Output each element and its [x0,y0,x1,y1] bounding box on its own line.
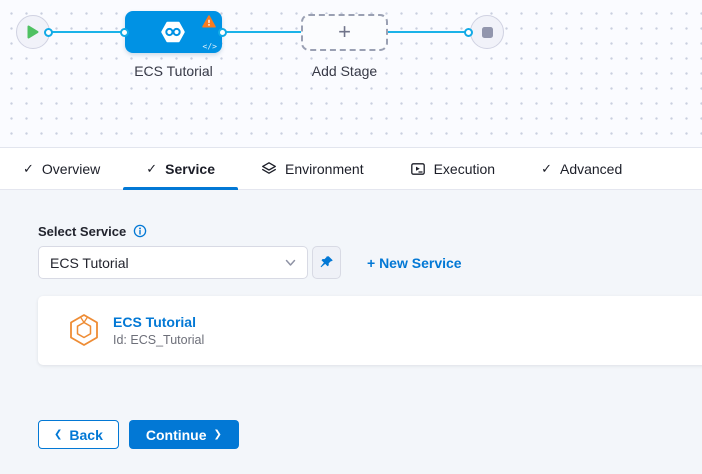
connector-dot[interactable] [464,28,473,37]
tab-label: Advanced [559,160,623,177]
check-icon: ✓ [541,160,552,176]
pin-icon [320,256,333,268]
service-hexagon-icon [70,313,98,346]
pipeline-edge [48,31,468,33]
tab-service[interactable]: ✓ Service [123,148,238,190]
pipeline-end-node[interactable] [470,15,504,49]
cd-stage-hexagon-icon [161,21,185,43]
tab-label: Overview [41,160,101,177]
tab-label: Execution [433,160,496,177]
stage-node-label: ECS Tutorial [134,63,213,79]
continue-button[interactable]: Continue ❯ [128,420,239,449]
execution-play-icon [410,162,425,175]
service-card-id: Id: ECS_Tutorial [113,333,205,347]
tab-execution[interactable]: Execution [387,148,518,189]
service-card-ecs-tutorial[interactable]: ECS Tutorial Id: ECS_Tutorial [38,296,702,365]
chevron-right-icon: ❯ [213,428,222,440]
service-tab-panel: Select Service ECS Tutorial + New Servic… [0,190,702,474]
service-select-value: ECS Tutorial [50,254,129,271]
chevron-left-icon: ❮ [54,428,63,440]
tab-overview[interactable]: ✓ Overview [0,148,123,189]
connector-dot[interactable] [120,28,129,37]
stage-node-ecs-tutorial[interactable]: </> [125,11,222,53]
play-icon [27,25,39,39]
warning-triangle-icon [202,15,216,28]
new-service-link[interactable]: + New Service [367,254,462,271]
select-service-label: Select Service [38,223,127,239]
service-select-dropdown[interactable]: ECS Tutorial [38,246,308,279]
stage-config-tabbar: ✓ Overview ✓ Service Environment Executi… [0,148,702,190]
tab-label: Service [165,160,215,177]
check-icon: ✓ [146,160,158,176]
add-stage-button[interactable]: + [301,14,388,51]
stop-icon [481,26,493,38]
connector-dot[interactable] [44,28,53,37]
check-icon: ✓ [23,160,34,176]
tab-label: Environment [285,160,364,177]
connector-dot[interactable] [218,28,227,37]
yaml-code-icon[interactable]: </> [202,42,217,51]
pin-service-button[interactable] [312,246,341,279]
plus-icon: + [338,18,351,44]
add-stage-label: Add Stage [311,63,378,79]
tab-environment[interactable]: Environment [238,148,387,189]
info-icon[interactable] [133,224,147,238]
back-button[interactable]: ❮ Back [38,420,119,449]
wizard-footer: ❮ Back Continue ❯ [38,420,702,449]
environment-layers-icon [262,161,276,174]
chevron-down-icon [285,259,296,266]
tab-advanced[interactable]: ✓ Advanced [518,148,645,189]
service-card-title[interactable]: ECS Tutorial [113,314,196,330]
pipeline-graph: </> ECS Tutorial + Add Stage [0,0,702,148]
